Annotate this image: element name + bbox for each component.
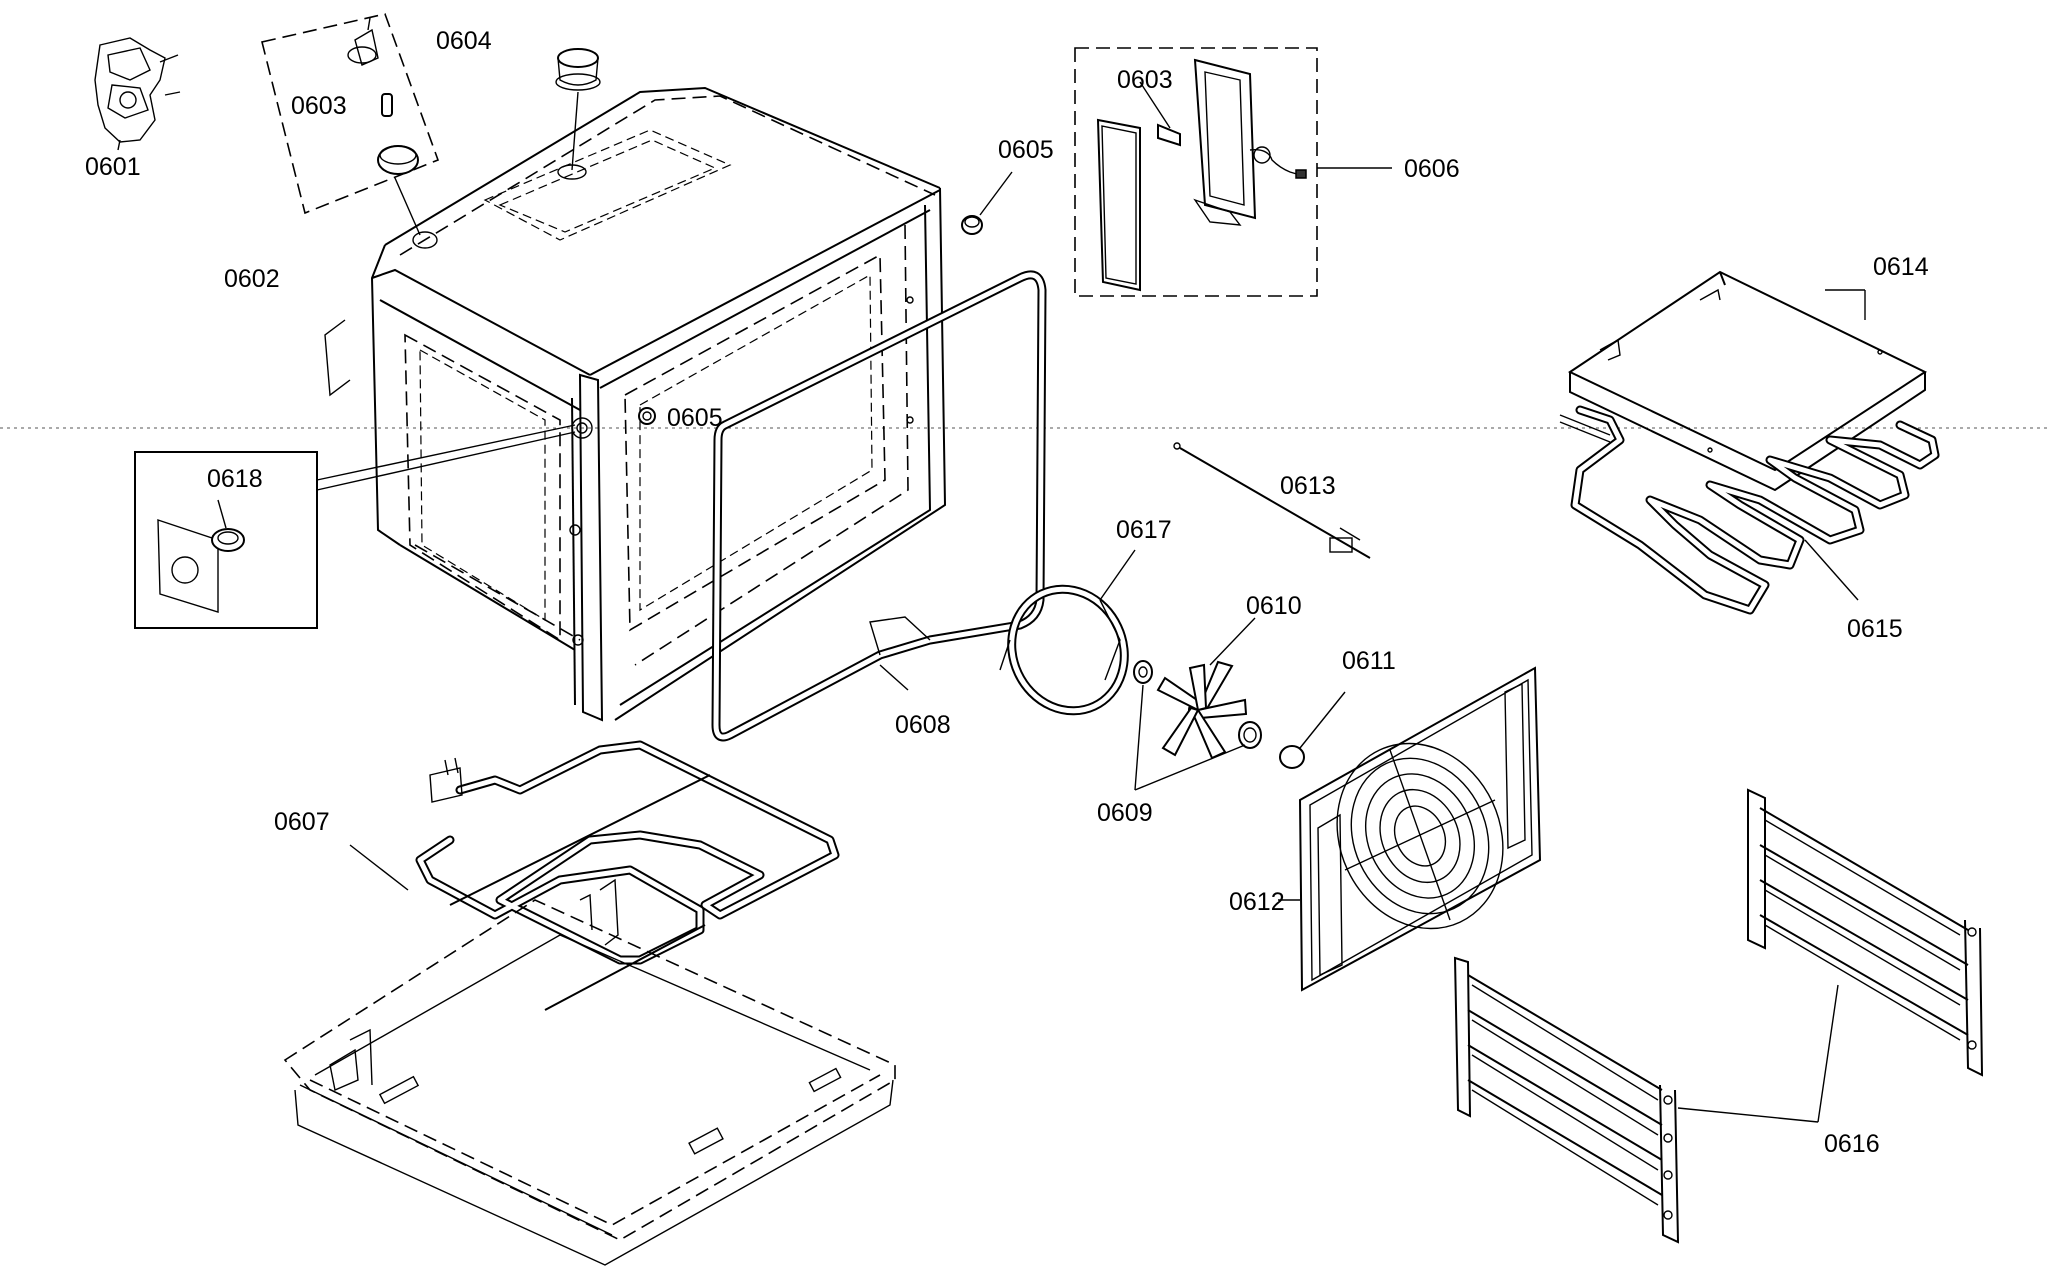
part-0602-lens	[377, 145, 419, 175]
bottom-pan	[283, 878, 896, 1266]
part-0606-lamp-kit	[1074, 47, 1392, 297]
label-0605-top: 0605	[998, 136, 1054, 164]
part-0609-washer-left	[1133, 660, 1153, 684]
label-0616: 0616	[1824, 1130, 1880, 1158]
label-0603-left: 0603	[291, 92, 347, 120]
label-0606: 0606	[1404, 155, 1460, 183]
part-0606-glass-cover	[1096, 118, 1141, 292]
label-0612: 0612	[1229, 888, 1285, 916]
part-0618-inset	[134, 424, 576, 629]
part-0610-fan-blade	[1156, 617, 1256, 760]
oven-cavity	[324, 86, 947, 722]
part-0609-leader	[1134, 684, 1246, 791]
part-0608-gasket	[711, 270, 1047, 742]
label-0609: 0609	[1097, 799, 1153, 827]
label-0602: 0602	[224, 265, 280, 293]
part-0601-motor	[94, 37, 181, 151]
label-0605-mid: 0605	[667, 404, 723, 432]
label-0618: 0618	[207, 465, 263, 493]
label-0613: 0613	[1280, 472, 1336, 500]
part-0606-housing	[1193, 58, 1307, 226]
part-0616-rack-right	[1747, 788, 1984, 1077]
part-0607-bake-element	[349, 740, 840, 1011]
label-0614: 0614	[1873, 253, 1929, 281]
label-0617: 0617	[1116, 516, 1172, 544]
part-0603-bulb-right	[1139, 81, 1181, 147]
part-0613-sensor	[1173, 442, 1371, 559]
part-0605-screw-top	[961, 171, 1013, 235]
part-0612-rear-panel	[1278, 666, 1542, 992]
part-0617-fan-ring	[999, 549, 1136, 716]
label-0603-right: 0603	[1117, 66, 1173, 94]
label-0615: 0615	[1847, 615, 1903, 643]
part-0614-element-cover	[1567, 270, 1928, 492]
part-0603-bulb-left	[381, 93, 393, 117]
label-0607: 0607	[274, 808, 330, 836]
label-0611: 0611	[1342, 647, 1396, 675]
label-0610: 0610	[1246, 592, 1302, 620]
part-0616-rack-left	[1453, 956, 1680, 1244]
label-0601: 0601	[85, 153, 141, 181]
part-0609-washer-right	[1238, 721, 1262, 749]
part-0602-socket	[347, 17, 379, 66]
part-0616-leader	[1677, 984, 1839, 1123]
part-0612-fan-grille	[1336, 742, 1504, 930]
label-0604: 0604	[436, 27, 492, 55]
part-0615-top-element	[1559, 405, 1940, 615]
part-0602-lamp-kit	[261, 13, 440, 236]
part-0618-clip	[211, 528, 245, 552]
part-0605-screw-mid	[638, 407, 656, 425]
part-0604-lamp-cover	[555, 48, 601, 171]
label-0608: 0608	[895, 711, 951, 739]
part-0611-nut	[1279, 691, 1346, 769]
